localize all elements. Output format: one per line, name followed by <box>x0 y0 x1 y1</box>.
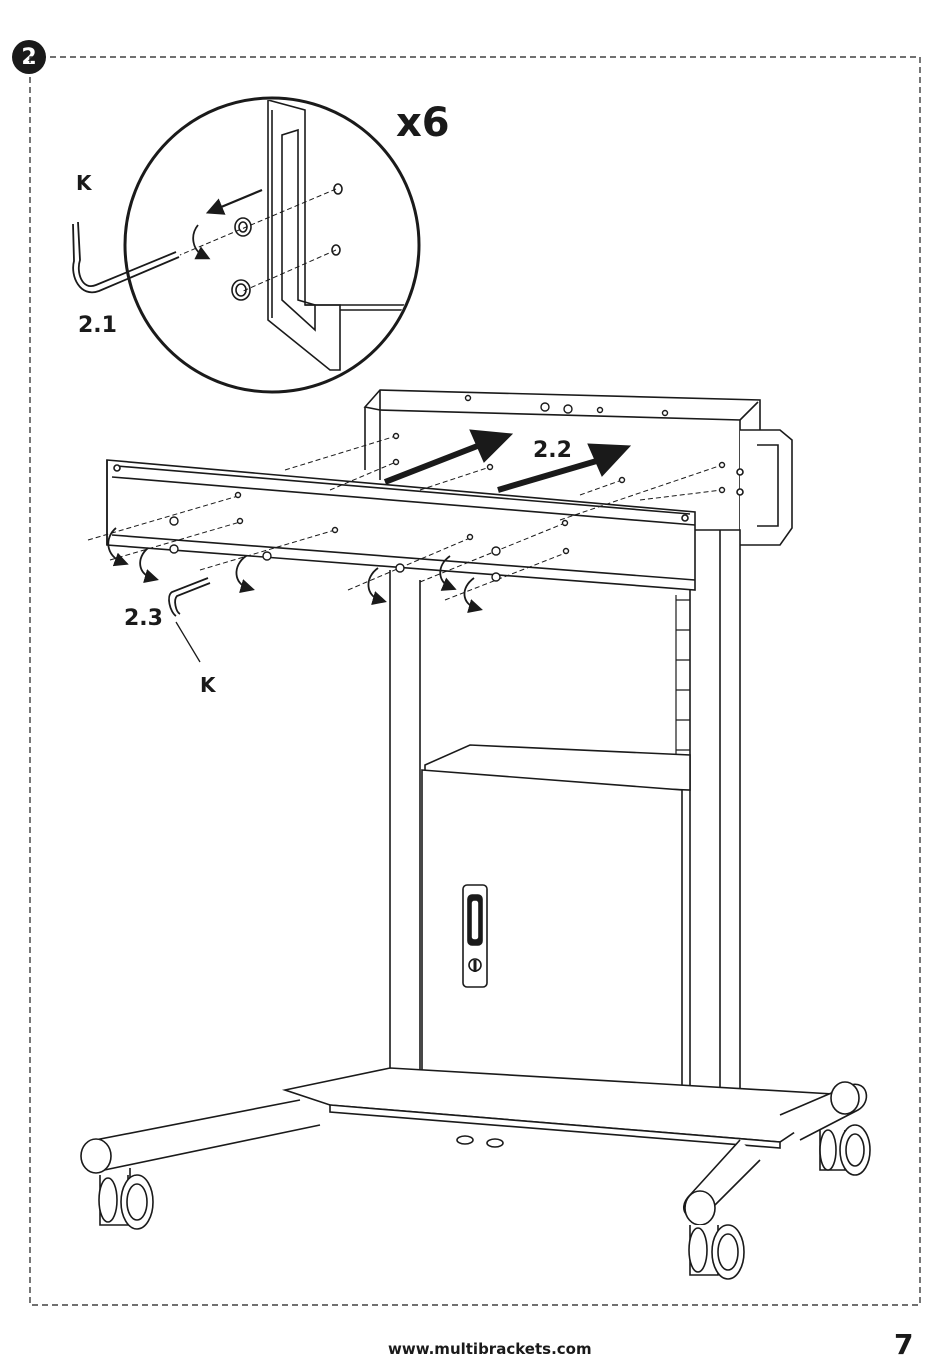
push-arrows <box>385 430 630 490</box>
page-number: 7 <box>894 1328 913 1361</box>
footer-url[interactable]: www.multibrackets.com <box>388 1340 592 1358</box>
substep-2-2-label: 2.2 <box>533 438 572 463</box>
substep-2-3-label: 2.3 <box>124 606 163 631</box>
stand-drawing <box>81 390 870 1279</box>
substep-2-1-label: 2.1 <box>78 313 117 338</box>
detail-callout <box>73 98 420 392</box>
quantity-label: x6 <box>396 100 450 146</box>
tool-label-top: K <box>76 171 93 195</box>
tool-label-bottom: K <box>200 673 217 697</box>
hex-key-tool <box>169 578 210 662</box>
